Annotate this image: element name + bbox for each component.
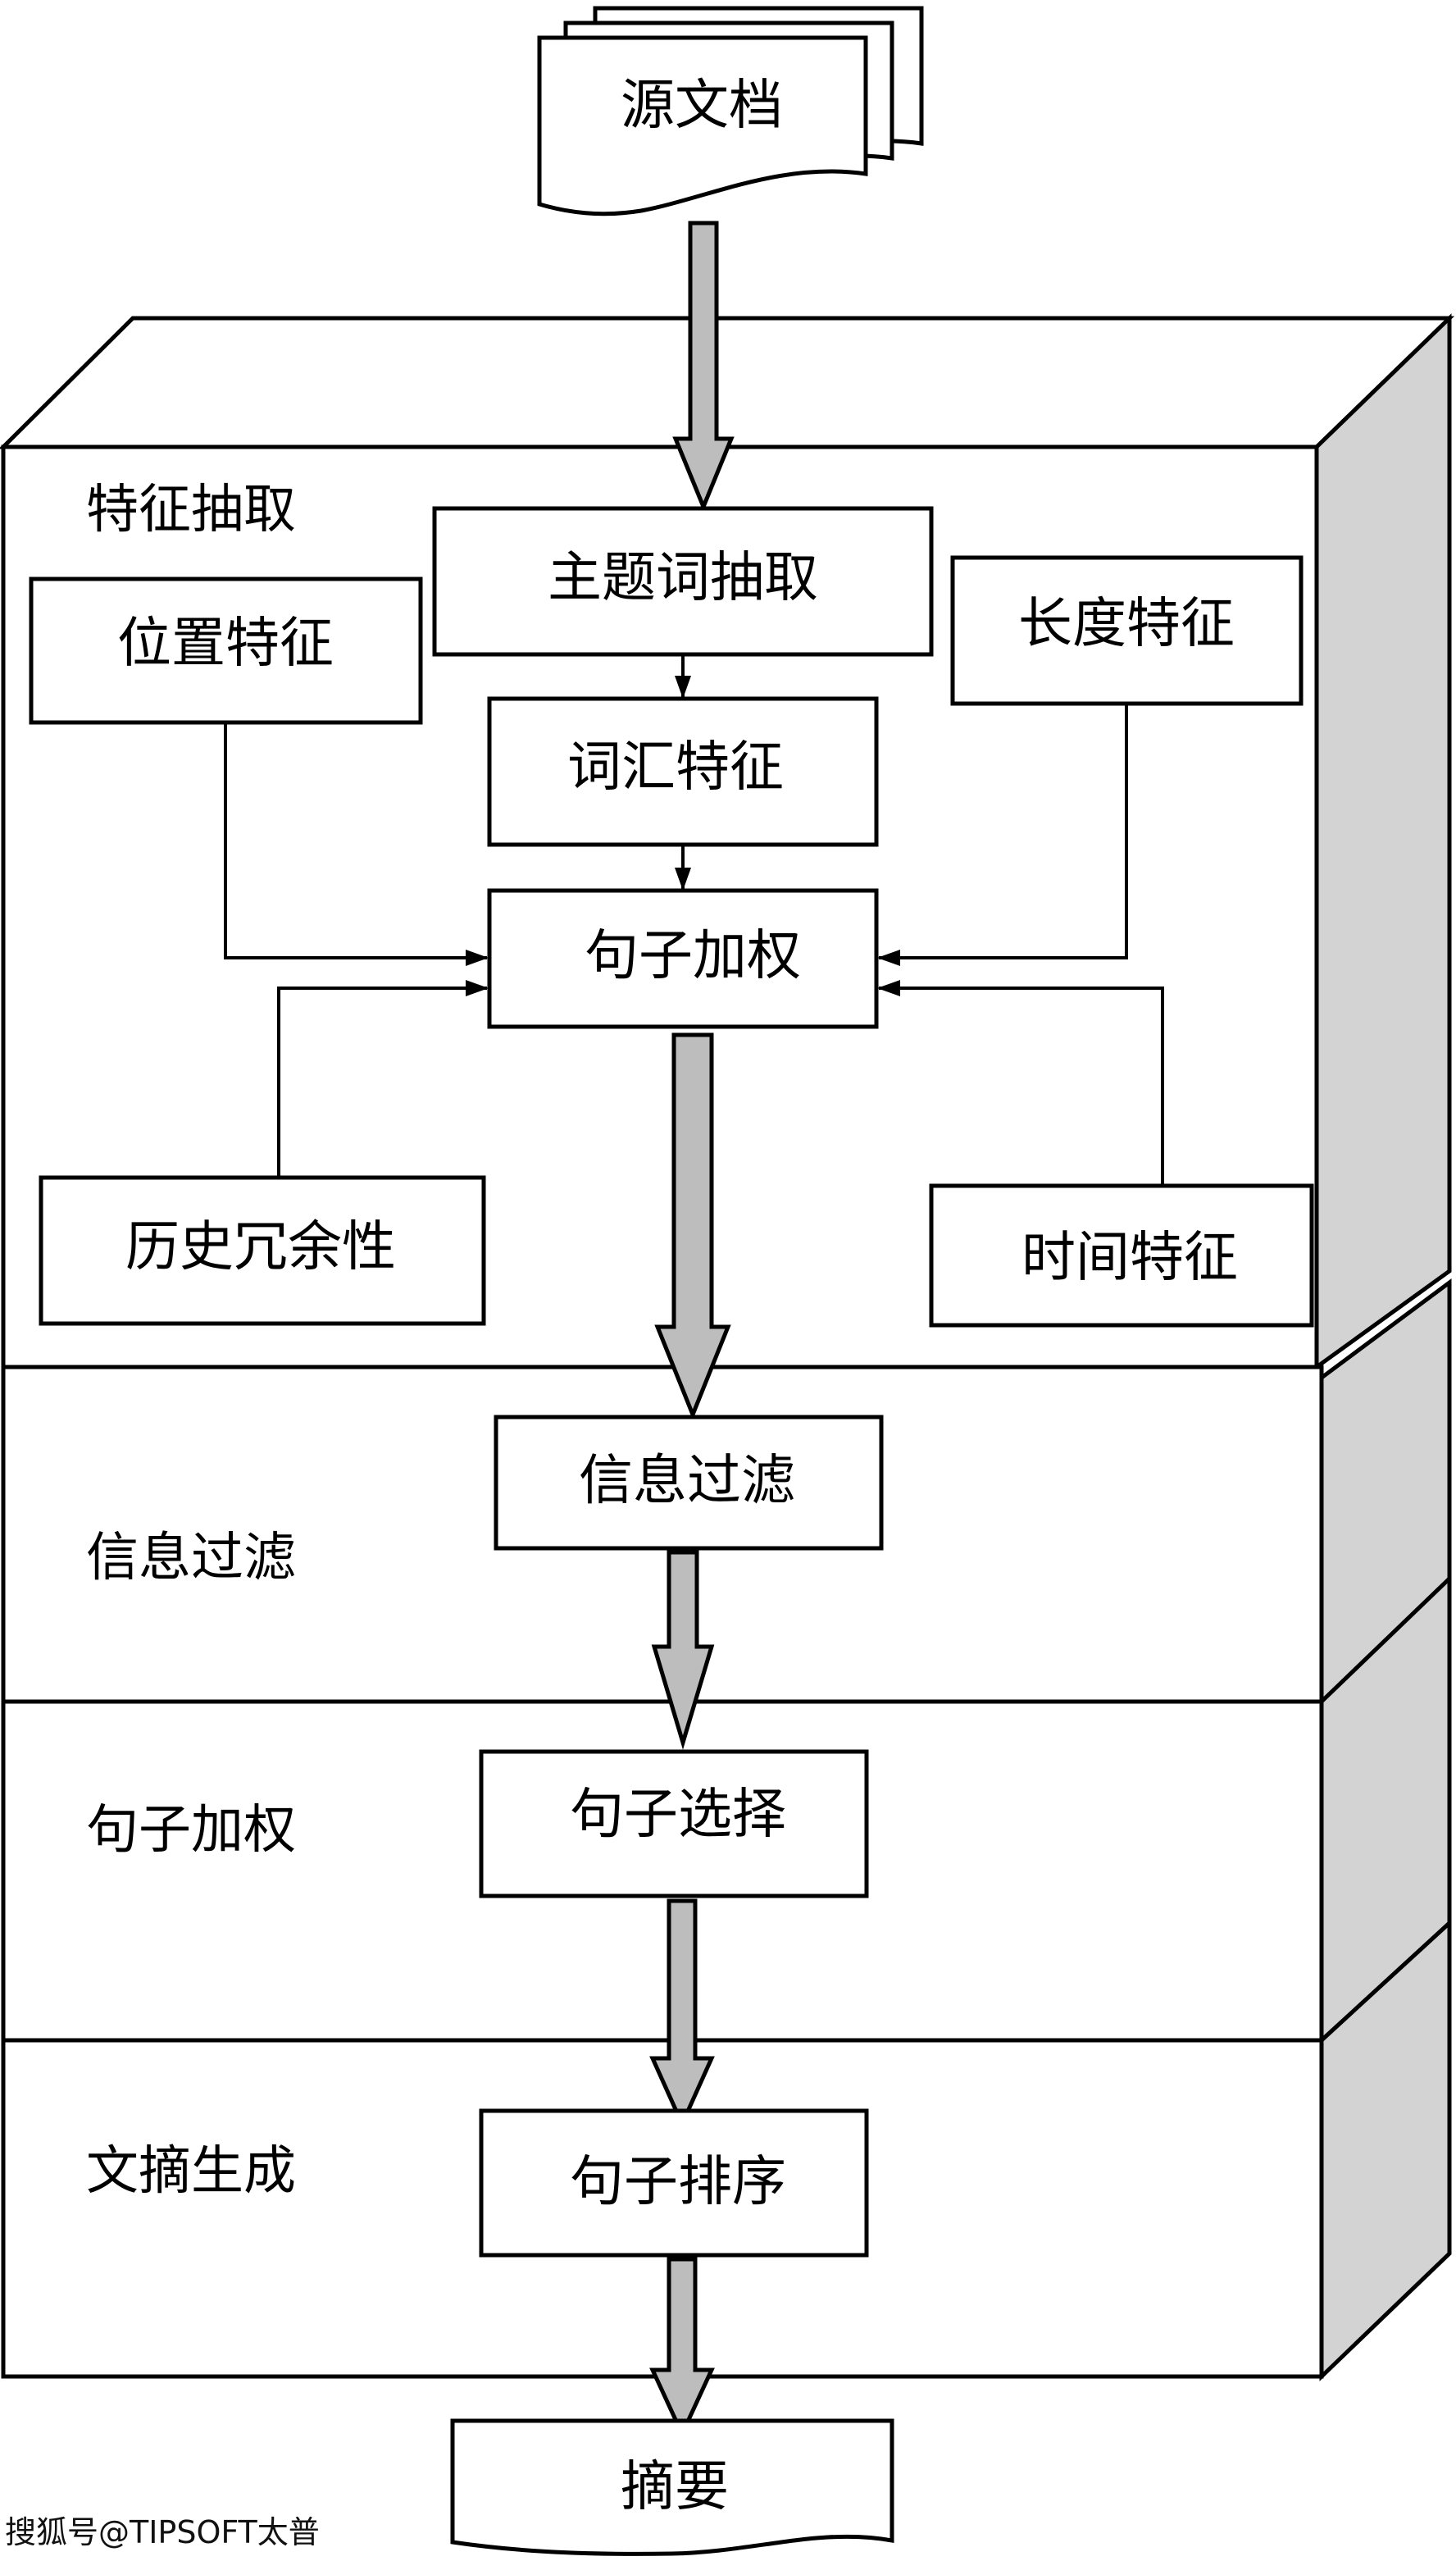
summary-label: 摘要 [621, 2455, 729, 2518]
length-feature-box [950, 555, 1304, 706]
history-redundancy-label: 历史冗余性 [125, 1215, 396, 1278]
sentence-weighting-label: 句子加权 [585, 924, 801, 987]
section-label-sentence-weighting: 句子加权 [86, 1800, 296, 1861]
arrow-history-to-weighting [277, 980, 489, 1178]
section-label-feature-extraction: 特征抽取 [86, 480, 296, 540]
arrow-weight-to-filter [654, 1032, 731, 1420]
arrow-source-to-topic [672, 221, 735, 513]
time-feature-label: 时间特征 [1021, 1226, 1238, 1289]
length-feature-label: 长度特征 [1018, 592, 1235, 655]
sentence-selection-label: 句子选择 [570, 1783, 786, 1846]
arrow-selection-to-ordering [649, 1898, 715, 2130]
section-label-summary-generation: 文摘生成 [86, 2141, 296, 2202]
history-redundancy-box [39, 1175, 486, 1326]
arrow-length-to-weighting [877, 704, 1128, 966]
info-filter-box [494, 1415, 884, 1551]
sentence-ordering-box [479, 2108, 869, 2258]
arrow-position-to-weighting [224, 722, 489, 966]
arrow-filter-to-selection [651, 1550, 715, 1750]
block-side-feature [1314, 313, 1452, 1371]
sentence-selection-box [479, 1749, 869, 1898]
arrow-ordering-to-summary [649, 2257, 715, 2439]
info-filter-label: 信息过滤 [579, 1449, 795, 1512]
main-flow-arrows [649, 221, 735, 2439]
source-docs-node [537, 6, 924, 216]
source-docs-label: 源文档 [621, 74, 783, 137]
sentence-ordering-label: 句子排序 [570, 2150, 786, 2213]
section-label-info-filter: 信息过滤 [86, 1528, 296, 1588]
feature-connectors [224, 654, 1164, 1186]
sentence-weighting-box [487, 888, 879, 1029]
block-top-face [0, 316, 1455, 449]
lexical-feature-box [487, 696, 879, 847]
arrow-time-to-weighting [877, 980, 1164, 1186]
topic-word-extraction-label: 主题词抽取 [548, 546, 818, 609]
summary-node [450, 2418, 894, 2556]
position-feature-label: 位置特征 [117, 612, 334, 675]
lexical-feature-label: 词汇特征 [567, 736, 784, 799]
position-feature-box [29, 576, 423, 725]
time-feature-box [929, 1183, 1314, 1328]
watermark-text: 搜狐号@TIPSOFT太普 [5, 2514, 320, 2550]
